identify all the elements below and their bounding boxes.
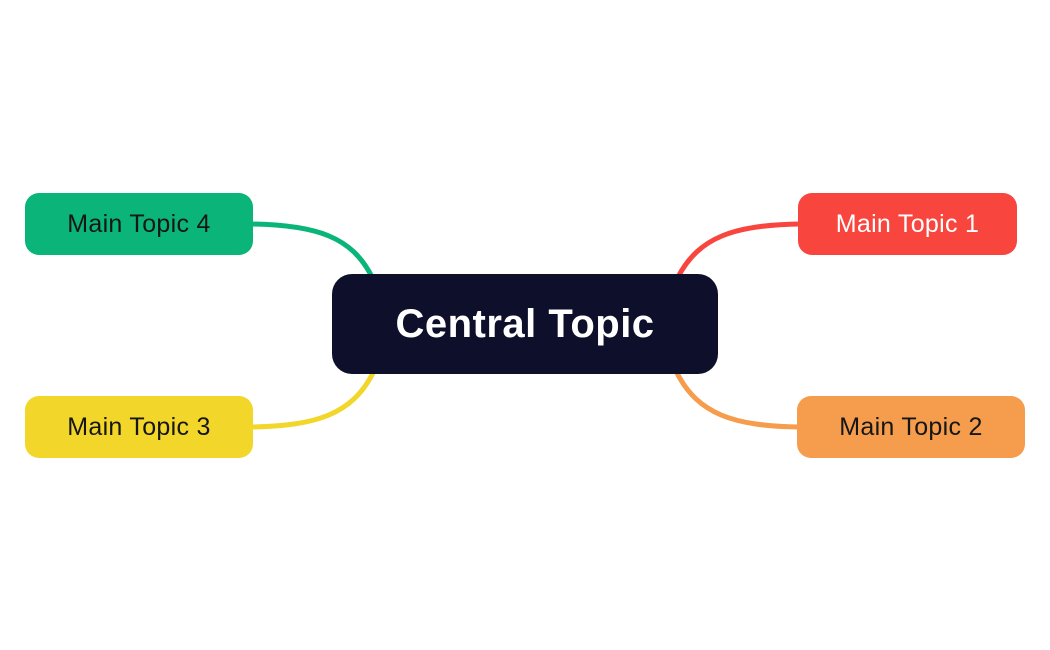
central-topic-label: Central Topic [395,301,655,346]
main-topic-2-node[interactable]: Main Topic 2 [797,396,1025,458]
main-topic-1-label: Main Topic 1 [835,209,980,238]
connector-main-topic-4 [248,221,375,280]
connector-main-topic-3 [248,370,376,430]
main-topic-3-node[interactable]: Main Topic 3 [25,396,253,458]
main-topic-4-label: Main Topic 4 [67,209,211,238]
main-topic-4-node[interactable]: Main Topic 4 [25,193,253,255]
main-topic-2-label: Main Topic 2 [839,412,983,441]
main-topic-1-node[interactable]: Main Topic 1 [798,193,1017,255]
central-topic-node[interactable]: Central Topic [332,274,718,374]
connector-main-topic-2 [674,370,802,430]
connector-main-topic-1 [675,221,803,280]
main-topic-3-label: Main Topic 3 [67,412,211,441]
